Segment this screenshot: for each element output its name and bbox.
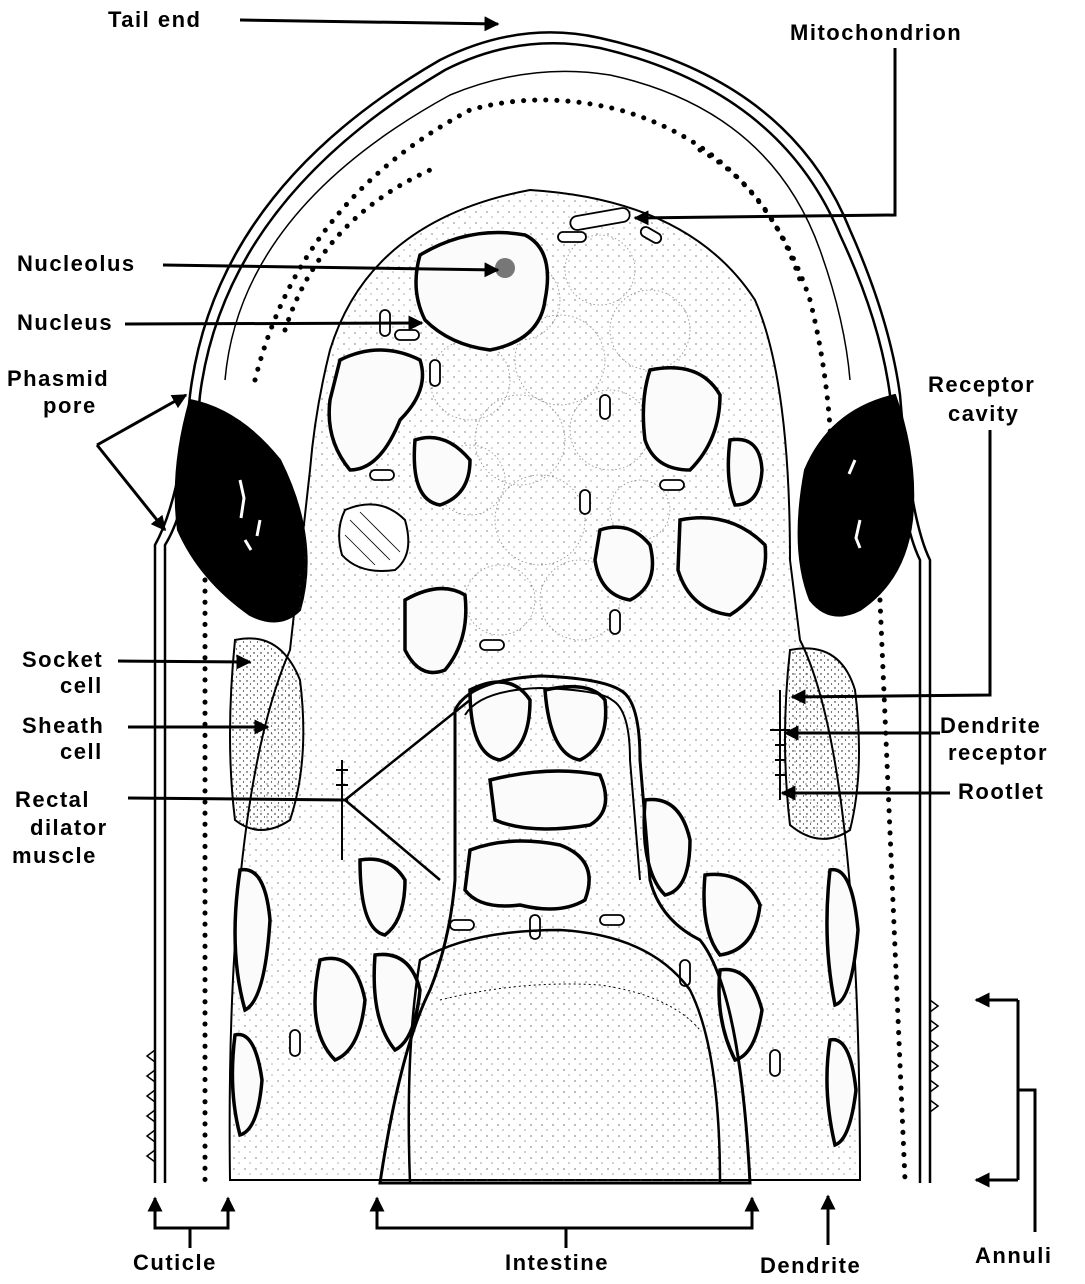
label-mitochondrion: Mitochondrion (790, 20, 962, 45)
arrow-intestine-right (566, 1198, 752, 1228)
arrow-intestine-left (377, 1198, 566, 1248)
label-sheath: Sheath (22, 713, 104, 738)
label-dendrite-receptor-2: receptor (948, 740, 1048, 765)
label-dendrite: Dendrite (760, 1253, 861, 1278)
right-phasmid-cavity (799, 395, 914, 616)
right-socket-sheath-cells (785, 648, 859, 839)
arrow-rectal-dilator-muscle (128, 798, 345, 800)
arrow-phasmid-upper (97, 395, 186, 445)
arrow-socket-cell (118, 661, 250, 662)
annuli-bracket-stem (1018, 1090, 1035, 1232)
label-phasmid: Phasmid (7, 366, 109, 391)
label-dilator: dilator (30, 815, 108, 840)
nucleolus (495, 258, 515, 278)
label-tail-end: Tail end (108, 7, 202, 32)
arrow-phasmid-lower (97, 445, 165, 530)
label-cavity: cavity (948, 401, 1019, 426)
arrow-tail-end (240, 20, 498, 24)
label-intestine: Intestine (505, 1250, 609, 1275)
arrow-nucleus (125, 323, 422, 324)
label-nucleus: Nucleus (17, 310, 113, 335)
label-receptor: Receptor (928, 372, 1035, 397)
label-nucleolus: Nucleolus (17, 251, 136, 276)
label-pore: pore (43, 393, 97, 418)
label-cuticle: Cuticle (133, 1250, 217, 1275)
label-dendrite-receptor-1: Dendrite (940, 713, 1041, 738)
label-socket: Socket (22, 647, 103, 672)
label-rootlet: Rootlet (958, 779, 1044, 804)
left-socket-sheath-cells (230, 638, 303, 830)
label-muscle: muscle (12, 843, 97, 868)
arrow-cuticle-right (190, 1198, 228, 1228)
label-sheath-cell: cell (60, 739, 103, 764)
label-rectal: Rectal (15, 787, 90, 812)
label-socket-cell: cell (60, 673, 103, 698)
label-annuli: Annuli (975, 1243, 1052, 1268)
arrow-cuticle-left (155, 1198, 190, 1248)
